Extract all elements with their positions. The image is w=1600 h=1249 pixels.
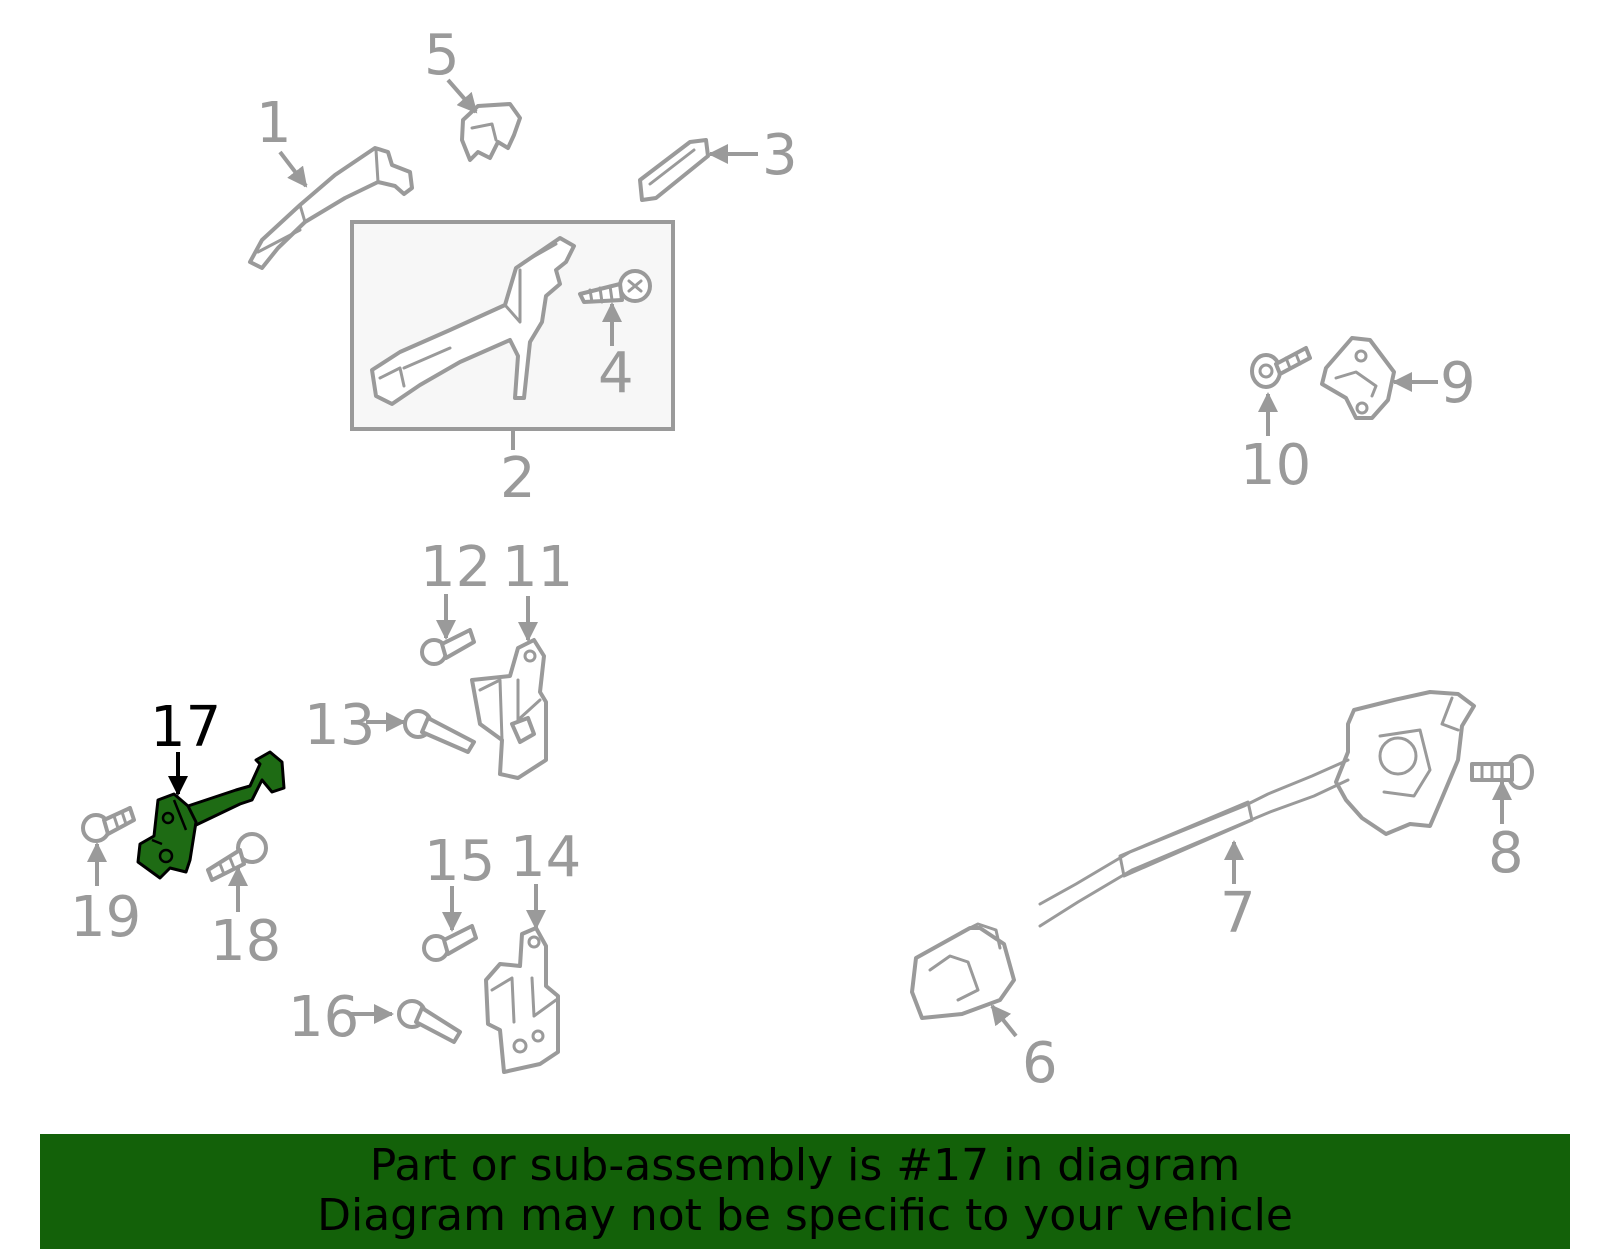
leader-5: [446, 78, 478, 114]
part-5-handle-cover[interactable]: [460, 102, 522, 162]
callout-17: 17: [150, 695, 221, 760]
part-4-screw[interactable]: [578, 269, 652, 304]
part-1-outside-handle[interactable]: [248, 146, 414, 270]
callout-9: 9: [1440, 351, 1476, 416]
part-9-striker[interactable]: [1320, 336, 1396, 420]
callout-12: 12: [420, 535, 491, 600]
banner-line-disclaimer: Diagram may not be specific to your vehi…: [317, 1190, 1293, 1241]
part-7-door-latch[interactable]: [1334, 690, 1476, 836]
callout-15: 15: [424, 829, 495, 894]
callout-10: 10: [1240, 433, 1311, 498]
part-7-cable-lower[interactable]: [1038, 778, 1350, 928]
part-16-bolt[interactable]: [397, 999, 462, 1044]
callout-18: 18: [210, 909, 281, 974]
part-6-lock-cylinder[interactable]: [910, 922, 1016, 1020]
callout-19: 19: [70, 885, 141, 950]
callout-8: 8: [1488, 821, 1524, 886]
part-10-bolt[interactable]: [1250, 346, 1312, 389]
part-7-cable-sleeve[interactable]: [1118, 800, 1254, 878]
leader-1: [278, 150, 308, 188]
callout-13: 13: [304, 693, 375, 758]
part-12-bolt[interactable]: [420, 628, 476, 666]
part-11-hinge[interactable]: [470, 638, 548, 780]
callout-11: 11: [502, 535, 573, 600]
part-7-cable-upper[interactable]: [1038, 758, 1350, 906]
part-2-inside-handle[interactable]: [370, 236, 576, 406]
callout-1: 1: [256, 91, 292, 156]
part-8-screw[interactable]: [1470, 754, 1534, 790]
callout-6: 6: [1022, 1031, 1058, 1096]
callout-3: 3: [762, 123, 798, 188]
banner-line-part: Part or sub-assembly is #17 in diagram: [369, 1140, 1241, 1191]
parts-diagram: 1 5 3 4 2 10 9: [70, 23, 1534, 1096]
callout-7: 7: [1220, 881, 1256, 946]
callout-5: 5: [424, 23, 460, 88]
part-19-bolt[interactable]: [81, 806, 136, 843]
part-13-bolt[interactable]: [403, 709, 476, 754]
leader-6: [990, 1004, 1018, 1038]
callout-2: 2: [500, 446, 536, 511]
part-15-bolt[interactable]: [422, 924, 478, 962]
callout-4: 4: [598, 341, 634, 406]
part-17-door-check[interactable]: [136, 750, 286, 880]
info-banner: Part or sub-assembly is #17 in diagram D…: [40, 1134, 1570, 1249]
callout-16: 16: [288, 985, 359, 1050]
callout-14: 14: [510, 825, 581, 890]
part-14-hinge[interactable]: [484, 926, 560, 1074]
part-3-trim-plate[interactable]: [638, 138, 710, 202]
